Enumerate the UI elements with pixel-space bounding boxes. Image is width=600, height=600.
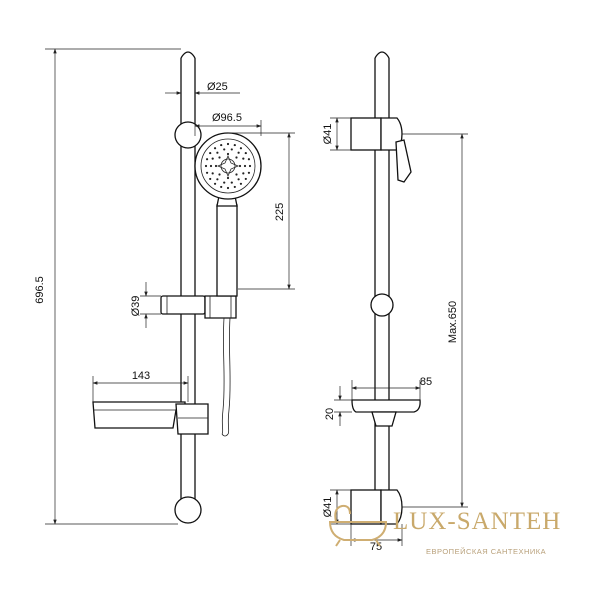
nozzle bbox=[216, 178, 219, 181]
soap-dish-height-label: 20 bbox=[324, 408, 336, 420]
bar-diameter-label: Ø25 bbox=[207, 81, 228, 93]
front-view: 696.5 Ø25 Ø96.5 225 Ø bbox=[34, 48, 295, 525]
nozzle bbox=[237, 178, 240, 181]
nozzle bbox=[247, 158, 251, 161]
shower-nozzles bbox=[204, 142, 252, 190]
nozzle bbox=[243, 164, 247, 168]
nozzle bbox=[226, 186, 230, 190]
nozzle bbox=[220, 185, 223, 189]
nozzle bbox=[242, 172, 245, 175]
slide-holder-side bbox=[370, 293, 394, 317]
nozzle bbox=[235, 173, 238, 176]
watermark-bathtub-icon bbox=[328, 504, 388, 547]
nozzle bbox=[226, 152, 230, 156]
nozzle bbox=[242, 157, 245, 160]
nozzle bbox=[237, 151, 240, 154]
nozzle bbox=[244, 151, 247, 155]
nozzle bbox=[214, 164, 218, 168]
side-view: Ø41 Max.650 85 20 Ø41 bbox=[322, 51, 468, 553]
nozzle bbox=[239, 182, 243, 185]
nozzle bbox=[244, 177, 247, 181]
shower-hose-front bbox=[221, 317, 231, 437]
shower-head-front bbox=[194, 132, 262, 200]
nozzle bbox=[223, 148, 226, 151]
nozzle bbox=[220, 143, 223, 147]
head-diameter-label: Ø96.5 bbox=[212, 112, 242, 124]
nozzle bbox=[223, 181, 226, 184]
dim-bracket-diameter-top: Ø41 bbox=[322, 117, 351, 151]
wall-bracket-bottom-front bbox=[174, 496, 202, 524]
nozzle bbox=[248, 164, 252, 168]
nozzle bbox=[213, 182, 217, 185]
bracket-diameter-top-label: Ø41 bbox=[322, 124, 334, 145]
nozzle bbox=[247, 171, 251, 174]
dim-holder-diameter: Ø39 bbox=[130, 282, 161, 328]
dim-soap-dish-height: 20 bbox=[324, 386, 352, 426]
wall-bracket-top-front bbox=[174, 121, 202, 149]
nozzle bbox=[205, 158, 209, 161]
dim-head-diameter: Ø96.5 bbox=[194, 112, 262, 136]
nozzle bbox=[209, 164, 213, 168]
nozzle bbox=[230, 148, 233, 151]
nozzle bbox=[211, 172, 214, 175]
nozzle bbox=[209, 151, 212, 155]
soap-dish-side bbox=[351, 399, 421, 427]
soap-dish-front bbox=[92, 401, 209, 435]
nozzle bbox=[235, 156, 238, 159]
wall-bracket-bottom-side bbox=[350, 489, 403, 525]
nozzle bbox=[239, 147, 243, 150]
watermark-tagline: ЕВРОПЕЙСКАЯ САНТЕХНИКА bbox=[426, 547, 546, 556]
dim-max-travel: Max.650 bbox=[402, 133, 468, 508]
dim-soap-dish-length: 143 bbox=[92, 370, 189, 402]
bracket-diameter-bottom-label: Ø41 bbox=[322, 497, 334, 518]
soap-dish-depth-label: 85 bbox=[420, 376, 432, 388]
nozzle bbox=[205, 171, 209, 174]
bracket-projection-label: 75 bbox=[370, 541, 382, 553]
watermark: LUX-SANTEH ЕВРОПЕЙСКАЯ САНТЕХНИКА bbox=[328, 504, 561, 556]
nozzle bbox=[233, 185, 236, 189]
hand-shower-handle-front bbox=[216, 195, 238, 297]
handset-length-label: 225 bbox=[274, 203, 286, 221]
nozzle bbox=[211, 157, 214, 160]
soap-dish-length-label: 143 bbox=[132, 370, 150, 382]
wall-bracket-top-side bbox=[350, 117, 412, 183]
nozzle bbox=[230, 181, 233, 184]
dim-overall-height: 696.5 bbox=[34, 48, 181, 525]
watermark-brand: LUX-SANTEH bbox=[393, 508, 561, 535]
holder-diameter-label: Ø39 bbox=[130, 296, 142, 317]
dim-soap-dish-depth: 85 bbox=[351, 376, 432, 400]
nozzle bbox=[238, 164, 242, 168]
slide-holder-front bbox=[160, 295, 237, 319]
dim-bar-diameter: Ø25 bbox=[165, 81, 240, 95]
dim-bracket-diameter-bottom: Ø41 bbox=[322, 489, 351, 525]
nozzle bbox=[218, 173, 221, 176]
max-travel-label: Max.650 bbox=[447, 301, 459, 343]
nozzle bbox=[209, 177, 212, 181]
nozzle bbox=[216, 151, 219, 154]
nozzle bbox=[226, 176, 230, 180]
dim-handset-length: 225 bbox=[228, 132, 295, 290]
nozzle bbox=[213, 147, 217, 150]
nozzle bbox=[233, 143, 236, 147]
nozzle bbox=[204, 164, 208, 168]
nozzle bbox=[226, 142, 230, 146]
overall-height-label: 696.5 bbox=[34, 276, 46, 304]
nozzle bbox=[218, 156, 221, 159]
